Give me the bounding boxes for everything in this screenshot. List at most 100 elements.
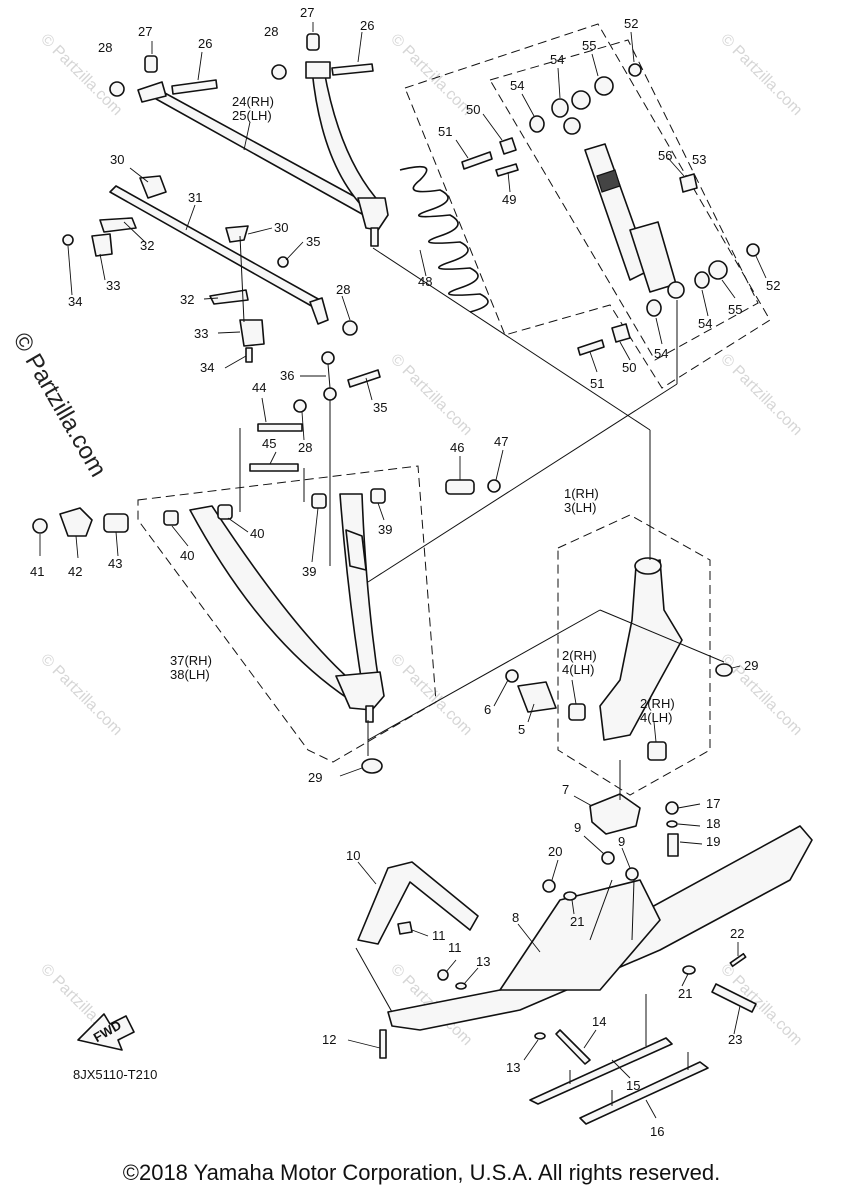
callout-line: 14: [592, 1014, 606, 1029]
spindle-box: [557, 514, 711, 796]
bolt-26b: [331, 63, 374, 76]
nut-28a: [109, 81, 125, 97]
callout-line: 13: [476, 954, 490, 969]
callout-c9a: 9: [574, 820, 581, 835]
callout-c45: 45: [262, 436, 276, 451]
callout-line: 28: [336, 282, 350, 297]
callout-line: 21: [570, 914, 584, 929]
upper-a-arm-bracket-right: [305, 61, 331, 79]
watermark: © Partzilla.com: [717, 31, 805, 119]
callout-line: 54: [510, 78, 524, 93]
callout-line: 37(RH): [170, 653, 212, 668]
watermark: © Partzilla.com: [717, 351, 805, 439]
runner-15: [529, 1037, 673, 1105]
callout-c54d: 54: [654, 346, 668, 361]
callout-line: 12: [322, 1032, 336, 1047]
bolt-44: [257, 423, 303, 432]
bushing-27a: [144, 55, 158, 73]
callout-c55a: 55: [582, 38, 596, 53]
leader: [667, 157, 685, 177]
callout-line: 27: [300, 5, 314, 20]
callout-c31: 31: [188, 190, 202, 205]
callout-c46: 46: [450, 440, 464, 455]
callout-c54a: 54: [510, 78, 524, 93]
callout-c7: 7: [562, 782, 569, 797]
callout-line: 51: [438, 124, 452, 139]
holder-30b: [225, 225, 249, 243]
leader-lines: [39, 22, 767, 1119]
nut-29a: [715, 663, 733, 677]
leader: [645, 1099, 657, 1119]
leader: [677, 803, 701, 809]
callout-c54b: 54: [550, 52, 564, 67]
shock-reservoir-ring: [596, 169, 621, 193]
callout-line: 40: [250, 526, 264, 541]
leader: [517, 923, 541, 953]
collar-55a: [571, 90, 591, 110]
nut-28c: [342, 320, 358, 336]
bushing-55b: [594, 76, 614, 96]
callout-line: 3(LH): [564, 500, 597, 515]
callout-c30b: 30: [274, 220, 288, 235]
callout-c55b: 55: [728, 302, 742, 317]
lower-a-arm-gusset: [345, 529, 367, 571]
callout-c19: 19: [706, 834, 720, 849]
callout-line: 23: [728, 1032, 742, 1047]
collar-56: [679, 173, 698, 193]
leader: [527, 703, 535, 723]
ref-line: [372, 247, 651, 431]
leader: [755, 255, 767, 279]
callout-c54c: 54: [698, 316, 712, 331]
leader: [653, 721, 657, 743]
callout-line: 19: [706, 834, 720, 849]
leader: [247, 227, 273, 235]
leader: [411, 929, 429, 937]
ref-line: [367, 383, 678, 583]
callout-line: 1(RH): [564, 486, 599, 501]
callout-c17: 17: [706, 796, 720, 811]
callout-c44: 44: [252, 380, 266, 395]
callout-line: 34: [68, 294, 82, 309]
leader: [224, 355, 247, 369]
callout-c8: 8: [512, 910, 519, 925]
callout-line: 44: [252, 380, 266, 395]
bolt-51b: [577, 339, 605, 356]
callout-line: 46: [450, 440, 464, 455]
bushing-43: [103, 513, 129, 533]
leader: [655, 317, 663, 345]
callout-line: 25(LH): [232, 108, 272, 123]
leader: [482, 113, 503, 141]
leader: [185, 204, 196, 231]
leader: [341, 295, 351, 321]
washer-13a: [455, 982, 467, 990]
leader: [521, 93, 535, 117]
callout-line: 9: [574, 820, 581, 835]
bushing-36-top: [321, 351, 335, 365]
leader: [733, 1005, 741, 1035]
washer-9a: [601, 851, 615, 865]
leader: [261, 397, 267, 423]
callout-c52b: 52: [766, 278, 780, 293]
leader: [731, 665, 741, 669]
bushing-54b: [551, 98, 569, 118]
leader: [611, 1059, 631, 1079]
upper-a-arm-stud: [370, 227, 379, 247]
collar-50a: [499, 137, 517, 155]
callout-c14: 14: [592, 1014, 606, 1029]
callout-line: 11: [432, 928, 446, 943]
watermark: © Partzilla.com: [387, 351, 475, 439]
shock-top-eye: [563, 117, 581, 135]
callout-c13b: 13: [476, 954, 490, 969]
nut-17: [665, 801, 679, 815]
callout-c39a: 39: [302, 564, 316, 579]
lower-a-arm-rear-tube: [339, 493, 381, 697]
bolt-45: [249, 463, 299, 472]
callout-line: 34: [200, 360, 214, 375]
callout-c49: 49: [502, 192, 516, 207]
holder-30a: [139, 175, 167, 199]
leader: [681, 973, 689, 987]
stabilizer-link: [309, 297, 329, 325]
bolt-14: [555, 1029, 591, 1065]
lower-a-arm: [32, 479, 501, 774]
upper-a-arm-ball-joint: [357, 197, 389, 231]
